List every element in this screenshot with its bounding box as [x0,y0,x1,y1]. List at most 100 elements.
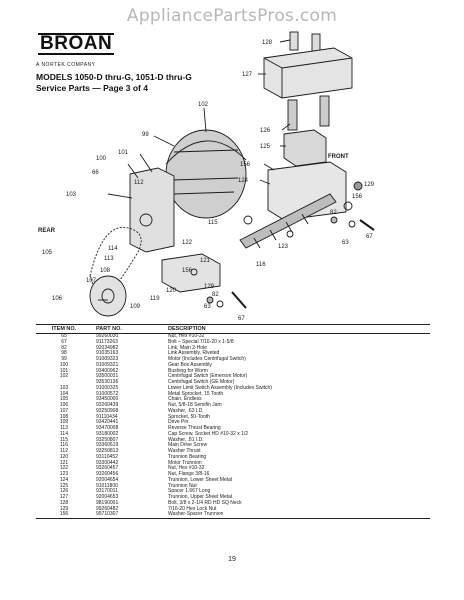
cell-item-no: 124 [59,476,69,483]
label-63-b: 63 [204,304,211,310]
label-100: 100 [96,156,107,162]
cell-description: Bolt, 3/8 x 2-1/4 RD HD SQ Neck [168,499,242,506]
page-subtitle: Service Parts — Page 3 of 4 [36,83,148,93]
cell-part-no: 93400962 [96,367,119,374]
cell-description: Nut, Flange 3/8-16 [168,471,210,477]
table-row: 114 93180002 Cap Screw, Socket HD #10-32 x… [36,430,430,438]
label-129: 129 [364,182,375,188]
part-123-nut [286,230,294,238]
label-115: 115 [208,220,218,226]
cell-part-no: 91009323 [96,356,119,362]
cell-item-no: 127 [59,494,69,500]
cell-description: Washer, .81 I.D. [168,436,204,443]
label-112: 112 [134,180,144,186]
cell-part-no: 93260456 [96,471,119,477]
cell-part-no: 93420441 [96,419,119,426]
cell-item-no: 128 [59,499,69,506]
cell-description: Motor Trunnion [168,459,202,466]
cell-part-no: 93500031 [96,373,119,380]
part-115-washer [243,215,253,225]
label-109: 109 [130,304,141,310]
cell-description: Trunnion, Lower Sheet Metal [168,476,233,483]
cell-description: Washer-Spacer Trunnion [168,511,224,518]
header-item-no: ITEM NO. [51,326,77,332]
part-128-bolt [289,31,299,51]
parts-table-header: ITEM NO. PART NO. DESCRIPTION [36,325,430,334]
label-116: 116 [256,262,266,268]
cell-description: Centrifugal Switch (GE Motor) [168,379,235,385]
label-125: 125 [260,144,271,150]
cell-description: Chain, Endless [168,396,202,403]
cell-description: Trunnion Bearing [168,453,207,460]
brand-wordmark: BROAN [38,33,115,55]
cell-description: Trunnion Nut [168,482,197,489]
cell-description: Drive Pin [168,419,189,426]
part-99-motor [165,129,247,219]
cell-part-no: 93180002 [96,430,119,437]
cell-part-no: 93300442 [96,459,119,466]
cell-part-no: 92004654 [96,476,119,483]
label-114: 114 [108,246,118,252]
cell-item-no: 122 [59,465,69,472]
cell-item-no: 120 [59,453,69,460]
brand-subtitle: A NORTEK COMPANY [36,62,96,68]
cell-description: Washer, .63 I.D. [168,407,204,414]
cell-item-no: 109 [59,419,69,426]
cell-item-no: 67 [61,338,67,345]
part-156-washer-c [190,268,198,276]
part-127-upper-trunnion [263,47,353,99]
label-156-c: 156 [182,268,193,274]
cell-description: 7/16-20 Hex Lock Nut [168,505,217,512]
cell-description: Trunnion, Upper Sheet Metal [168,494,233,500]
watermark: AppliancePartsPros.com [126,6,338,26]
label-120: 120 [166,288,177,294]
label-156-b: 156 [352,194,363,200]
cell-part-no: 93260439 [96,402,119,408]
part-128-bolt-b [311,33,321,53]
label-66: 66 [92,170,99,176]
table-row: 128 98190001 Bolt, 3/8 x 2-1/4 RD HD SQ Ne… [36,499,430,507]
label-103: 103 [66,192,77,198]
cell-item-no: 107 [59,407,69,414]
cell-description: Cap Screw, Socket HD #10-32 x 1/2 [168,430,249,437]
exploded-parts-diagram: 128 127 102 99 101 100 66 103 126 125 15… [38,31,375,322]
cell-part-no: 92004653 [96,494,119,500]
cell-description: Nut, 5/8-18 Semifin Jam [168,402,222,408]
label-102: 102 [198,102,209,108]
cell-description: Motor (Includes Centrifugal Switch) [168,356,246,362]
cell-item-no: 100 [59,361,69,368]
cell-part-no: 91000572 [96,390,119,397]
cell-item-no: 114 [60,430,68,437]
label-99: 99 [142,132,149,138]
cell-item-no: 105 [59,396,69,403]
label-106: 106 [52,296,63,302]
cell-item-no: 116 [60,442,68,449]
label-156-a: 156 [240,162,251,168]
cell-part-no: 91035163 [96,350,119,357]
header-part-no: PART NO. [96,326,122,332]
cell-item-no: 126 [59,488,69,495]
cell-description: Nut, Hex #10-32 [168,465,205,472]
cell-part-no: 93530136 [96,379,119,385]
cell-part-no: 98190001 [96,499,119,506]
part-63-nut-b [216,300,224,308]
part-129-lock-nut [353,181,363,191]
models-heading: MODELS 1050-D thru-G, 1051-D thru-G [36,72,192,82]
part-67-bolt-b [231,291,247,309]
label-122: 122 [182,240,193,246]
part-63-nut [348,220,356,228]
label-67-a: 67 [366,234,373,240]
